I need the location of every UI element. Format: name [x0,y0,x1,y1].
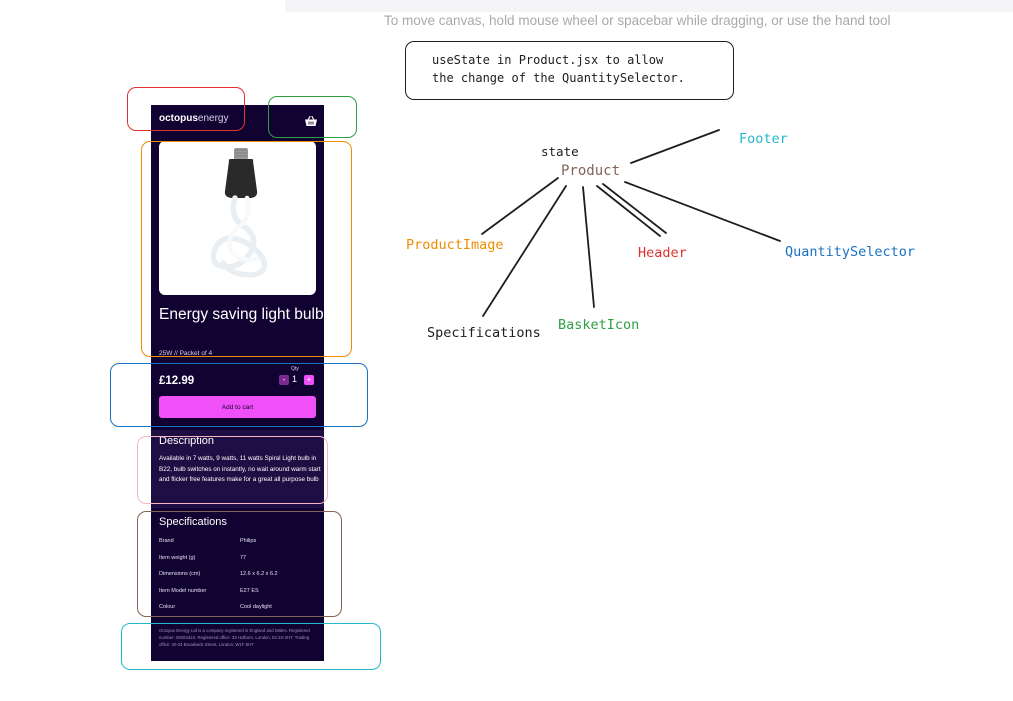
line-to-header-a [596,185,661,237]
description-text: Available in 7 watts, 9 watts, 11 watts … [159,455,321,483]
quantity-selector-annotation-box[interactable] [110,363,368,427]
description-annotation-box[interactable] [137,436,328,504]
line-to-specifications [482,185,567,317]
state-label: state [541,144,579,159]
basket-icon[interactable] [304,112,318,126]
product-subtitle: 25W // Packet of 4 [159,350,213,357]
product-node[interactable]: Product [561,163,621,179]
canvas-hint: To move canvas, hold mouse wheel or spac… [384,13,891,28]
qty-increase-button[interactable]: + [304,375,314,385]
phone-mockup: octopusenergy Energy saving light bulb 2… [151,105,324,661]
product-image-node[interactable]: ProductImage [406,237,504,253]
qty-value: 1 [292,374,298,384]
line-to-basket-icon [582,186,595,308]
basket-icon-node[interactable]: BasketIcon [558,317,640,333]
specifications-node[interactable]: Specifications [427,325,541,341]
footer-text: Octopus Energy Ltd is a company register… [159,628,310,647]
price: £12.99 [159,375,195,387]
header-node[interactable]: Header [638,245,687,261]
line-to-quantity-selector [624,181,781,242]
description-section: Description Available in 7 watts, 9 watt… [151,430,324,508]
product-title: Energy saving light bulb [159,306,324,323]
light-bulb-image [210,148,268,278]
product-image [159,141,316,295]
canvas-top-bar [285,0,1013,12]
specifications-heading: Specifications [159,516,227,528]
quantity-selector-node[interactable]: QuantitySelector [785,244,916,260]
qty-label: Qty [291,366,299,372]
line-to-product-image [481,177,559,235]
product-image-annotation-box[interactable] [141,141,352,357]
header-annotation-box[interactable] [127,87,245,131]
basket-icon-annotation-box[interactable] [268,96,357,138]
footer-node[interactable]: Footer [739,131,788,147]
description-heading: Description [159,435,215,447]
specifications-annotation-box[interactable] [137,511,342,617]
line-to-header-b [602,183,667,234]
line-to-footer [630,129,720,164]
add-to-cart-button[interactable]: Add to cart [159,396,316,418]
spec-row: Dimensions (cm)12.6 x 6.2 x 6.2 [159,571,278,577]
octopus-logo[interactable]: octopusenergy [159,113,229,124]
qty-decrease-button[interactable]: - [279,375,289,385]
spec-row: Item weight (g)77 [159,555,247,561]
footer-annotation-box[interactable] [121,623,381,670]
